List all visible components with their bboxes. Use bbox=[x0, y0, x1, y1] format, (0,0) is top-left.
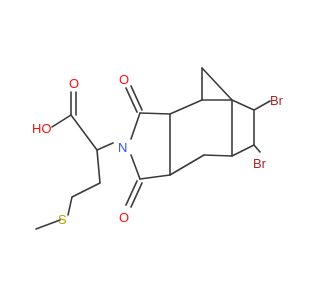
bond-chbr-bottom bbox=[231, 144, 255, 157]
bond-c-br-bottom bbox=[253, 144, 261, 153]
bond-imide-o-top-a bbox=[125, 87, 138, 113]
bond-alpha-n bbox=[96, 142, 114, 151]
bond-c-br-top bbox=[253, 100, 271, 111]
bond-bridge-right bbox=[201, 67, 233, 101]
bond-fuse-top-bridgehead bbox=[169, 99, 203, 115]
bond-imide-o-bottom-b bbox=[130, 182, 143, 208]
bond-acid-alpha bbox=[70, 114, 98, 151]
bromine-label-bottom: Br bbox=[253, 156, 267, 171]
bonds bbox=[35, 67, 271, 230]
bromine-label-top: Br bbox=[270, 93, 284, 108]
bond-alpha-ch2 bbox=[96, 149, 101, 184]
atom-labels: HO O O O N S Br Br bbox=[32, 72, 284, 227]
nitrogen-label: N bbox=[118, 140, 127, 155]
bond-n-c-top bbox=[130, 112, 141, 140]
bond-ch2-ch2 bbox=[71, 182, 101, 198]
bond-imide-o-top-b bbox=[130, 85, 143, 111]
oxygen-label-acid: O bbox=[69, 76, 79, 91]
molecule-diagram: HO O O O N S Br Br bbox=[32, 67, 284, 230]
bond-ch2-s bbox=[67, 196, 73, 216]
bond-fuse-bottom-bridgehead bbox=[169, 154, 205, 176]
bond-c-bottom-ring bbox=[139, 174, 171, 180]
oxygen-label-imide-top: O bbox=[119, 72, 129, 87]
hydroxyl-label: HO bbox=[32, 121, 52, 136]
bond-c-oh bbox=[51, 114, 72, 128]
bond-imide-o-bottom-a bbox=[125, 180, 138, 206]
sulfur-label: S bbox=[58, 212, 67, 227]
bond-c-top-ring bbox=[139, 112, 171, 115]
bond-n-c-bottom bbox=[130, 154, 141, 180]
bond-chbr-top bbox=[231, 99, 255, 111]
bond-bottom-bridgehead-link bbox=[203, 154, 233, 157]
oxygen-label-imide-bottom: O bbox=[119, 210, 129, 225]
bond-s-ch3 bbox=[35, 219, 61, 230]
